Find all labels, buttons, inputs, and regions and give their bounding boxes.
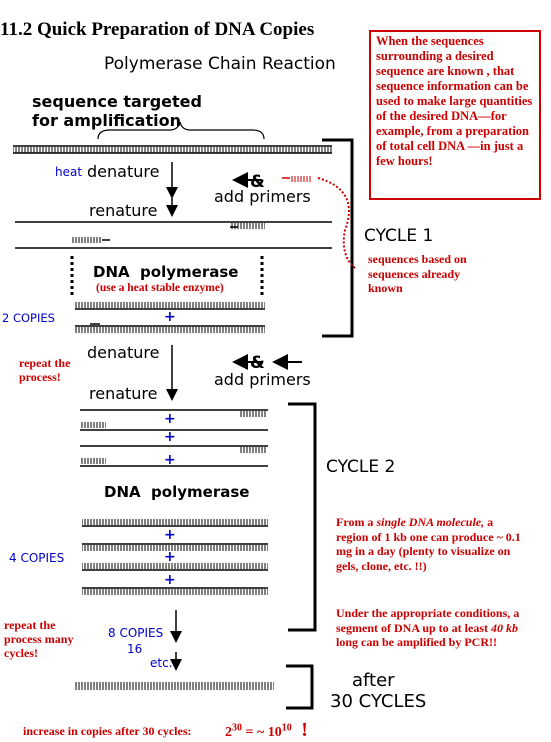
cycles30-label: 30 CYCLES — [330, 691, 427, 712]
after-bracket — [286, 664, 314, 710]
page-title: 11.2 Quick Preparation of DNA Copies — [0, 19, 315, 40]
single-molecule-note: From a single DNA molecule, a region of … — [336, 515, 526, 573]
cycle1-bracket — [322, 138, 354, 338]
copies-16: 16 — [127, 642, 143, 656]
copies-2: 2 COPIES — [2, 311, 55, 325]
cycle2-label: CYCLE 2 — [326, 457, 396, 477]
cycle2-renature-strands — [80, 409, 268, 467]
repeat-note-1: repeat the process! — [19, 356, 71, 384]
primer-pointer — [317, 177, 356, 269]
plus-5: + — [164, 527, 176, 543]
heat-stable-note: (use a heat stable enzyme) — [96, 282, 224, 294]
target-label: sequence targeted for amplification — [32, 92, 202, 130]
denature-label-1: denature — [87, 162, 160, 181]
copies-4: 4 COPIES — [9, 551, 65, 565]
single-note-post: a region of 1 kb one can produce ~ 0.1 m… — [336, 515, 521, 573]
dna-polymerase-2: DNA polymerase — [104, 483, 250, 501]
plus-4: + — [164, 452, 176, 468]
single-note-em: single DNA molecule, — [376, 515, 485, 529]
add-primers-2: add primers — [214, 370, 311, 389]
ampersand-1: & — [250, 172, 265, 192]
intro-note: When the sequences surrounding a desired… — [369, 30, 541, 200]
cycle1-label: CYCLE 1 — [364, 226, 434, 246]
plus-2: + — [164, 411, 176, 427]
denature-label-2: denature — [87, 343, 160, 362]
renature-label-2: renature — [89, 384, 158, 403]
template-dna — [13, 145, 332, 154]
add-primers-1: add primers — [214, 187, 311, 206]
long-note-post: long can be amplified by PCR!! — [336, 635, 498, 649]
after-label: after — [352, 670, 395, 691]
growth-formula: 230 = ~ 1010 ! — [225, 719, 308, 742]
dna-polymerase-1: DNA polymerase — [93, 263, 239, 281]
cycle2-bracket — [288, 402, 317, 632]
approx-exp: 10 — [281, 722, 292, 734]
ampersand-2: & — [250, 353, 265, 373]
copies-8: 8 COPIES — [108, 626, 164, 640]
renature-label-1: renature — [89, 201, 158, 220]
bottom-label: increase in copies after 30 cycles: — [23, 724, 192, 738]
single-note-pre: From a — [336, 515, 377, 529]
pow-base: 2 — [225, 725, 232, 740]
approx-base: = ~ 10 — [245, 725, 282, 740]
plus-1: + — [164, 309, 176, 325]
long-note-pre: Under the appropriate conditions, a segm… — [336, 606, 520, 635]
long-segment-note: Under the appropriate conditions, a segm… — [336, 606, 526, 650]
plus-3: + — [164, 429, 176, 445]
four-copies — [82, 519, 268, 595]
plus-7: + — [164, 572, 176, 588]
two-copies — [75, 302, 265, 333]
repeat-note-2: repeat the process many cycles! — [4, 618, 74, 660]
separated-strands — [15, 221, 332, 249]
heat-label: heat — [55, 165, 83, 179]
etc-label: etc. — [150, 656, 173, 670]
target-brace — [97, 121, 265, 140]
final-dna — [74, 682, 274, 690]
long-note-em: 40 kb — [491, 620, 518, 635]
page-subtitle: Polymerase Chain Reaction — [104, 54, 336, 74]
pow-exp: 30 — [232, 722, 242, 734]
primer-red-1 — [282, 176, 312, 182]
exclaim-mark: ! — [301, 719, 308, 741]
plus-6: + — [164, 549, 176, 565]
primer-note: sequences based on sequences already kno… — [368, 252, 467, 295]
